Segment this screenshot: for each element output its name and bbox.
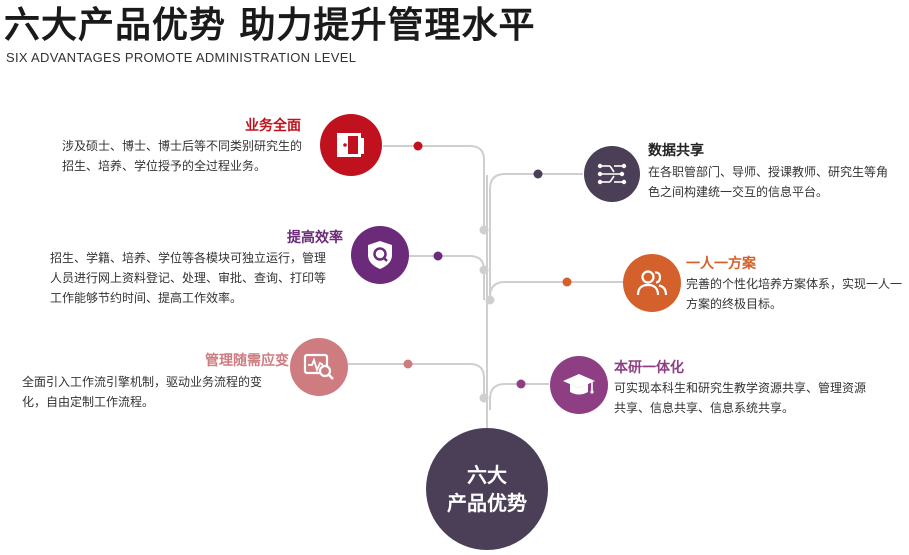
item-desc-data-sharing: 在各职管部门、导师、授课教师、研究生等角 色之间构建统一交互的信息平台。 — [648, 165, 889, 199]
item-desc-individual-plan: 完善的个性化培养方案体系，实现一人一 方案的终极目标。 — [686, 277, 903, 311]
efficiency-circle — [351, 226, 409, 284]
hub-line-2: 产品优势 — [447, 491, 527, 515]
graduation-cap-icon — [563, 374, 595, 395]
item-title-efficiency: 提高效率 — [287, 230, 343, 246]
branch-line-2 — [408, 255, 485, 300]
branch-dot — [403, 359, 413, 369]
item-title-data-sharing: 数据共享 — [648, 143, 704, 159]
page-title: 六大产品优势 助力提升管理水平 — [4, 5, 536, 46]
business-circle — [320, 114, 382, 176]
branch-dot — [533, 169, 543, 179]
individual-plan-circle — [623, 254, 681, 312]
network-icon — [597, 163, 627, 185]
branch-dot — [433, 251, 443, 261]
people-icon — [636, 270, 668, 296]
junction-dot — [479, 225, 489, 235]
integration-circle — [550, 356, 608, 414]
branch-line-3 — [348, 363, 485, 398]
branch-line-4 — [489, 173, 583, 300]
branch-line-1 — [383, 145, 485, 230]
branch-dot — [516, 379, 526, 389]
item-title-individual-plan: 一人一方案 — [686, 256, 756, 272]
junction-dot — [479, 265, 489, 275]
item-title-flexible: 管理随需应变 — [205, 353, 289, 369]
item-desc-flexible: 全面引入工作流引擎机制，驱动业务流程的变 化，自由定制工作流程。 — [22, 375, 263, 409]
item-title-business: 业务全面 — [245, 118, 301, 134]
shield-search-icon — [368, 241, 392, 269]
item-desc-efficiency: 招生、学籍、培养、学位等各模块可独立运行，管理 人员进行网上资料登记、处理、审批… — [50, 251, 327, 305]
hub-line-1: 六大 — [467, 463, 507, 487]
branch-dot — [562, 277, 572, 287]
junction-dot — [479, 393, 489, 403]
page-subtitle: SIX ADVANTAGES PROMOTE ADMINISTRATION LE… — [6, 50, 357, 65]
item-title-integration: 本研一体化 — [614, 360, 684, 376]
branch-line-5 — [489, 281, 623, 300]
item-desc-integration: 可实现本科生和研究生教学资源共享、管理资源 共享、信息共享、信息系统共享。 — [614, 381, 867, 415]
hub-circle: 六大 产品优势 — [426, 428, 548, 550]
branch-line-6 — [489, 383, 549, 410]
flexible-circle — [290, 338, 348, 396]
branch-dot — [413, 141, 423, 151]
monitor-search-icon — [303, 353, 334, 380]
data-sharing-circle — [584, 146, 640, 202]
item-desc-business: 涉及硕士、博士、博士后等不同类别研究生的 招生、培养、学位授予的全过程业务。 — [62, 139, 303, 173]
door-icon — [337, 133, 364, 157]
junction-dot — [485, 295, 495, 305]
